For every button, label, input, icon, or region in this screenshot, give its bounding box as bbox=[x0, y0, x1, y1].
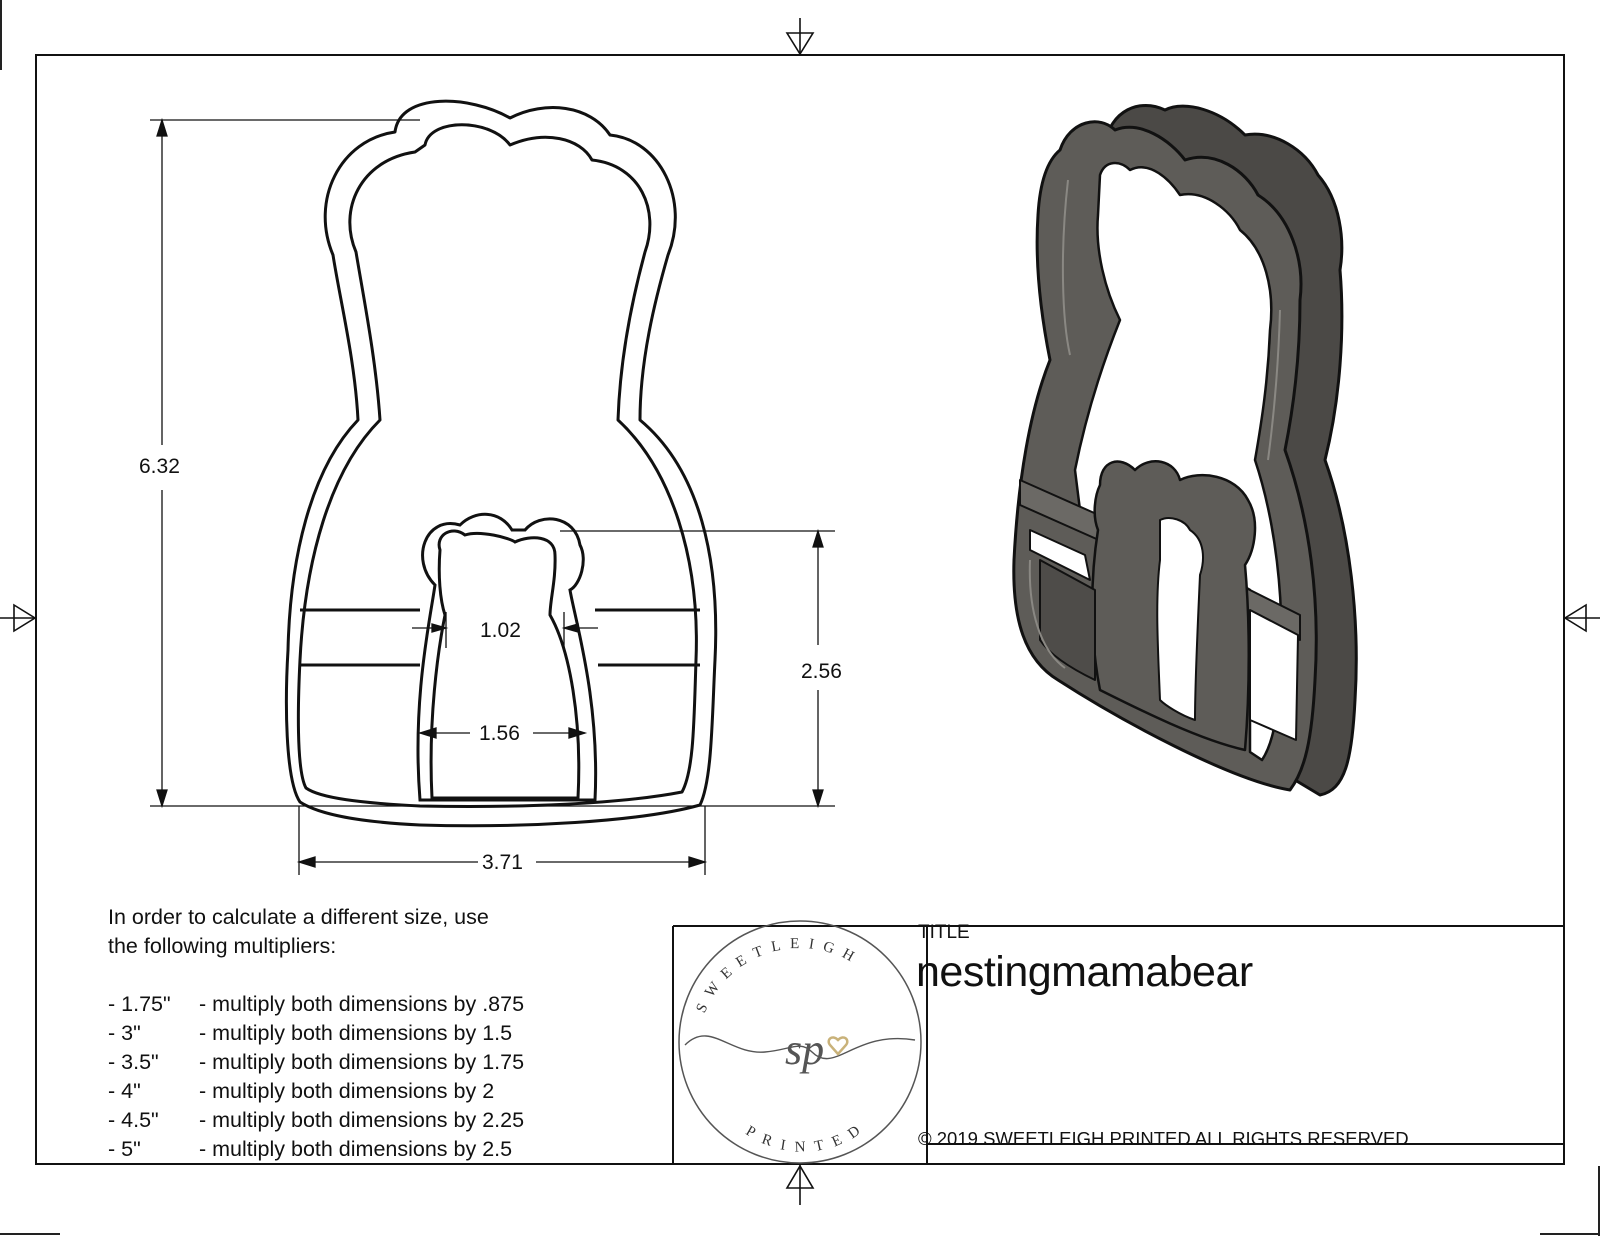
logo-arc-bottom-text: PRINTED bbox=[743, 1117, 872, 1156]
center-mark-top bbox=[785, 18, 815, 56]
logo-monogram: sp bbox=[785, 1025, 824, 1074]
logo-arc-top-text: SWEETLEIGH bbox=[693, 936, 864, 1015]
center-mark-left bbox=[0, 603, 37, 633]
dim-inner-bear-body-width: 1.56 bbox=[479, 722, 520, 745]
notes-intro-line2: the following multipliers: bbox=[108, 934, 337, 958]
drawing-title: nestingmamabear bbox=[916, 948, 1253, 996]
multiplier-text: - multiply both dimensions by 2.25 bbox=[199, 1108, 525, 1132]
dim-overall-width: 3.71 bbox=[482, 851, 523, 874]
dim-inner-bear-neck-width: 1.02 bbox=[480, 619, 521, 642]
multiplier-size: - 5" bbox=[108, 1137, 141, 1161]
multiplier-text: - multiply both dimensions by 2.5 bbox=[199, 1137, 513, 1161]
cutter-3d-render bbox=[1012, 104, 1358, 797]
multiplier-row: - 1.75" - multiply both dimensions by .8… bbox=[108, 990, 524, 1019]
dim-inner-bear-height: 2.56 bbox=[801, 660, 842, 683]
center-mark-right bbox=[1563, 603, 1600, 633]
multiplier-row: - 4" - multiply both dimensions by 2 bbox=[108, 1077, 524, 1106]
multiplier-row: - 4.5" - multiply both dimensions by 2.2… bbox=[108, 1106, 524, 1135]
sweetleigh-logo bbox=[678, 920, 922, 1164]
multiplier-text: - multiply both dimensions by 2 bbox=[199, 1079, 495, 1103]
multiplier-size: - 3" bbox=[108, 1021, 141, 1045]
multiplier-size: - 3.5" bbox=[108, 1050, 159, 1074]
dimension-lines bbox=[150, 117, 835, 875]
center-mark-bottom bbox=[785, 1164, 815, 1205]
multiplier-size: - 4.5" bbox=[108, 1108, 159, 1132]
notes-intro-line1: In order to calculate a different size, … bbox=[108, 905, 489, 929]
title-block bbox=[672, 925, 1564, 1164]
multiplier-size: - 1.75" bbox=[108, 992, 171, 1016]
multiplier-row: - 3" - multiply both dimensions by 1.5 bbox=[108, 1019, 524, 1048]
multiplier-row: - 3.5" - multiply both dimensions by 1.7… bbox=[108, 1048, 524, 1077]
multiplier-text: - multiply both dimensions by .875 bbox=[199, 992, 525, 1016]
multiplier-row: - 5" - multiply both dimensions by 2.5 bbox=[108, 1135, 524, 1164]
cutter-outline-2d bbox=[284, 99, 718, 828]
dim-overall-height: 6.32 bbox=[139, 455, 180, 478]
size-multiplier-notes: In order to calculate a different size, … bbox=[108, 903, 524, 1164]
copyright-notice: © 2019 SWEETLEIGH PRINTED ALL RIGHTS RES… bbox=[918, 1128, 1409, 1149]
title-block-label: TITLE bbox=[918, 922, 970, 943]
multiplier-text: - multiply both dimensions by 1.5 bbox=[199, 1021, 513, 1045]
multiplier-text: - multiply both dimensions by 1.75 bbox=[199, 1050, 525, 1074]
cutter-braces-2d bbox=[300, 512, 700, 802]
multiplier-size: - 4" bbox=[108, 1079, 141, 1103]
